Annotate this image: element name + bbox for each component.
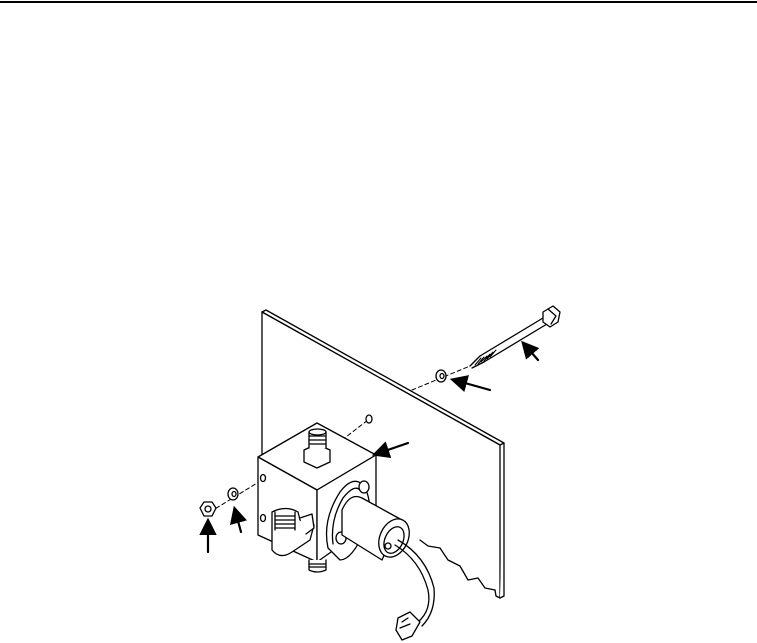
wire-harness: [395, 540, 434, 640]
arrow-bolt: [521, 340, 540, 360]
elbow-fitting: [272, 509, 314, 556]
arrow-bolt-washer: [449, 375, 490, 393]
solenoid: [327, 481, 416, 562]
header-rule: [0, 1, 757, 3]
mounting-panel: [262, 310, 504, 598]
bottom-fitting: [309, 560, 326, 572]
hex-nut: [200, 502, 216, 516]
top-fitting: [304, 429, 330, 468]
left-washer: [228, 488, 238, 500]
bolt-washer: [436, 370, 446, 382]
callout-arrows: [199, 340, 540, 552]
panel-hole: [366, 415, 372, 423]
arrow-valve-block: [371, 441, 408, 459]
arrow-left-washer: [229, 505, 247, 532]
bolt: [470, 306, 560, 368]
